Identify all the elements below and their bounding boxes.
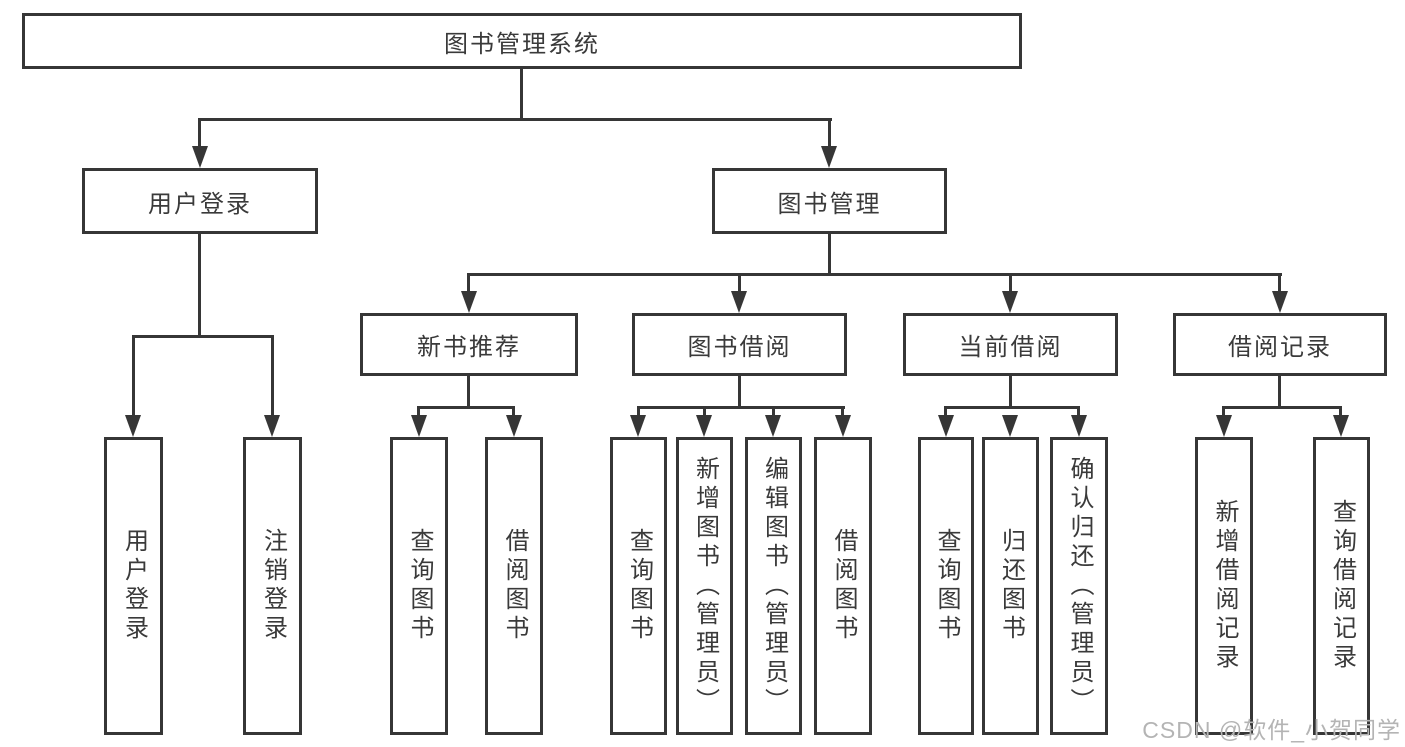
leaf-query-books-current: 查询图书 xyxy=(918,437,974,735)
node-label: 查询图书 xyxy=(406,528,433,644)
node-label: 查询借阅记录 xyxy=(1328,499,1356,673)
node-label: 编辑图书（管理员） xyxy=(760,455,788,717)
leaf-edit-books-admin: 编辑图书（管理员） xyxy=(745,437,802,735)
node-label: 注销登录 xyxy=(259,528,287,644)
node-label: 图书管理 xyxy=(777,190,882,218)
node-label: 归还图书 xyxy=(997,528,1025,644)
node-borrow-records: 借阅记录 xyxy=(1173,313,1387,376)
connector-line xyxy=(1222,406,1225,417)
leaf-return-books: 归还图书 xyxy=(982,437,1039,735)
connector-line xyxy=(944,406,947,417)
connector-line xyxy=(1009,375,1012,409)
connector-line xyxy=(1278,375,1281,409)
connector-line xyxy=(198,118,201,149)
connector-line xyxy=(841,406,844,417)
leaf-add-books-admin: 新增图书（管理员） xyxy=(676,437,733,735)
arrow-down-icon xyxy=(835,415,851,437)
node-label: 借阅图书 xyxy=(501,528,528,644)
connector-line xyxy=(198,118,832,121)
connector-line xyxy=(1077,406,1080,417)
node-label: 当前借阅 xyxy=(958,334,1063,361)
node-label: 新增图书（管理员） xyxy=(691,455,719,717)
node-new-book-recommend: 新书推荐 xyxy=(360,313,578,376)
connector-line xyxy=(132,335,274,338)
connector-line xyxy=(738,375,741,409)
connector-line xyxy=(1009,273,1012,293)
arrow-down-icon xyxy=(630,415,646,437)
arrow-down-icon xyxy=(264,415,280,437)
connector-line xyxy=(467,273,470,293)
connector-line xyxy=(738,273,741,293)
arrow-down-icon xyxy=(411,415,427,437)
leaf-add-borrow-record: 新增借阅记录 xyxy=(1195,437,1253,735)
node-label: 确认归还（管理员） xyxy=(1066,455,1093,717)
arrow-down-icon xyxy=(731,291,747,313)
connector-line xyxy=(828,118,831,149)
node-label: 图书管理系统 xyxy=(444,30,600,58)
leaf-logout: 注销登录 xyxy=(243,437,302,735)
leaf-borrow-books: 借阅图书 xyxy=(814,437,872,735)
watermark: CSDN @软件_小贺同学 xyxy=(1142,717,1401,743)
leaf-query-borrow-record: 查询借阅记录 xyxy=(1313,437,1370,735)
leaf-user-login: 用户登录 xyxy=(104,437,163,735)
connector-line xyxy=(467,273,1282,276)
arrow-down-icon xyxy=(765,415,781,437)
arrow-down-icon xyxy=(1272,291,1288,313)
connector-line xyxy=(467,375,470,409)
connector-line xyxy=(198,234,201,335)
connector-line xyxy=(1339,406,1342,417)
node-book-borrow: 图书借阅 xyxy=(632,313,847,376)
connector-line xyxy=(637,406,845,409)
leaf-borrow-books-recommend: 借阅图书 xyxy=(485,437,543,735)
node-user-login: 用户登录 xyxy=(82,168,318,234)
arrow-down-icon xyxy=(1216,415,1232,437)
arrow-down-icon xyxy=(1071,415,1087,437)
arrow-down-icon xyxy=(1333,415,1349,437)
arrow-down-icon xyxy=(125,415,141,437)
node-label: 查询图书 xyxy=(933,528,960,644)
node-label: 图书借阅 xyxy=(687,334,792,361)
connector-line xyxy=(512,406,515,417)
connector-line xyxy=(520,68,523,118)
arrow-down-icon xyxy=(506,415,522,437)
node-label: 查询图书 xyxy=(625,528,653,644)
node-label: 借阅记录 xyxy=(1228,334,1332,361)
connector-line xyxy=(828,234,831,276)
connector-line xyxy=(271,335,274,417)
connector-line xyxy=(417,406,515,409)
node-label: 新增借阅记录 xyxy=(1211,499,1238,673)
connector-line xyxy=(944,406,1080,409)
leaf-query-books-recommend: 查询图书 xyxy=(390,437,448,735)
arrow-down-icon xyxy=(1002,291,1018,313)
connector-line xyxy=(1222,406,1342,409)
node-label: 借阅图书 xyxy=(830,528,857,644)
node-current-borrow: 当前借阅 xyxy=(903,313,1118,376)
node-book-management: 图书管理 xyxy=(712,168,947,234)
connector-line xyxy=(1278,273,1281,293)
connector-line xyxy=(637,406,640,417)
leaf-query-books-borrow: 查询图书 xyxy=(610,437,667,735)
arrow-down-icon xyxy=(821,146,837,168)
connector-line xyxy=(772,406,775,417)
connector-line xyxy=(132,335,135,417)
node-label: 用户登录 xyxy=(120,528,148,644)
arrow-down-icon xyxy=(192,146,208,168)
node-root: 图书管理系统 xyxy=(22,13,1022,69)
connector-line xyxy=(417,406,420,417)
arrow-down-icon xyxy=(696,415,712,437)
arrow-down-icon xyxy=(1002,415,1018,437)
node-label: 用户登录 xyxy=(148,190,252,218)
connector-line xyxy=(703,406,706,417)
arrow-down-icon xyxy=(938,415,954,437)
node-label: 新书推荐 xyxy=(417,334,521,361)
leaf-confirm-return-admin: 确认归还（管理员） xyxy=(1050,437,1108,735)
arrow-down-icon xyxy=(461,291,477,313)
